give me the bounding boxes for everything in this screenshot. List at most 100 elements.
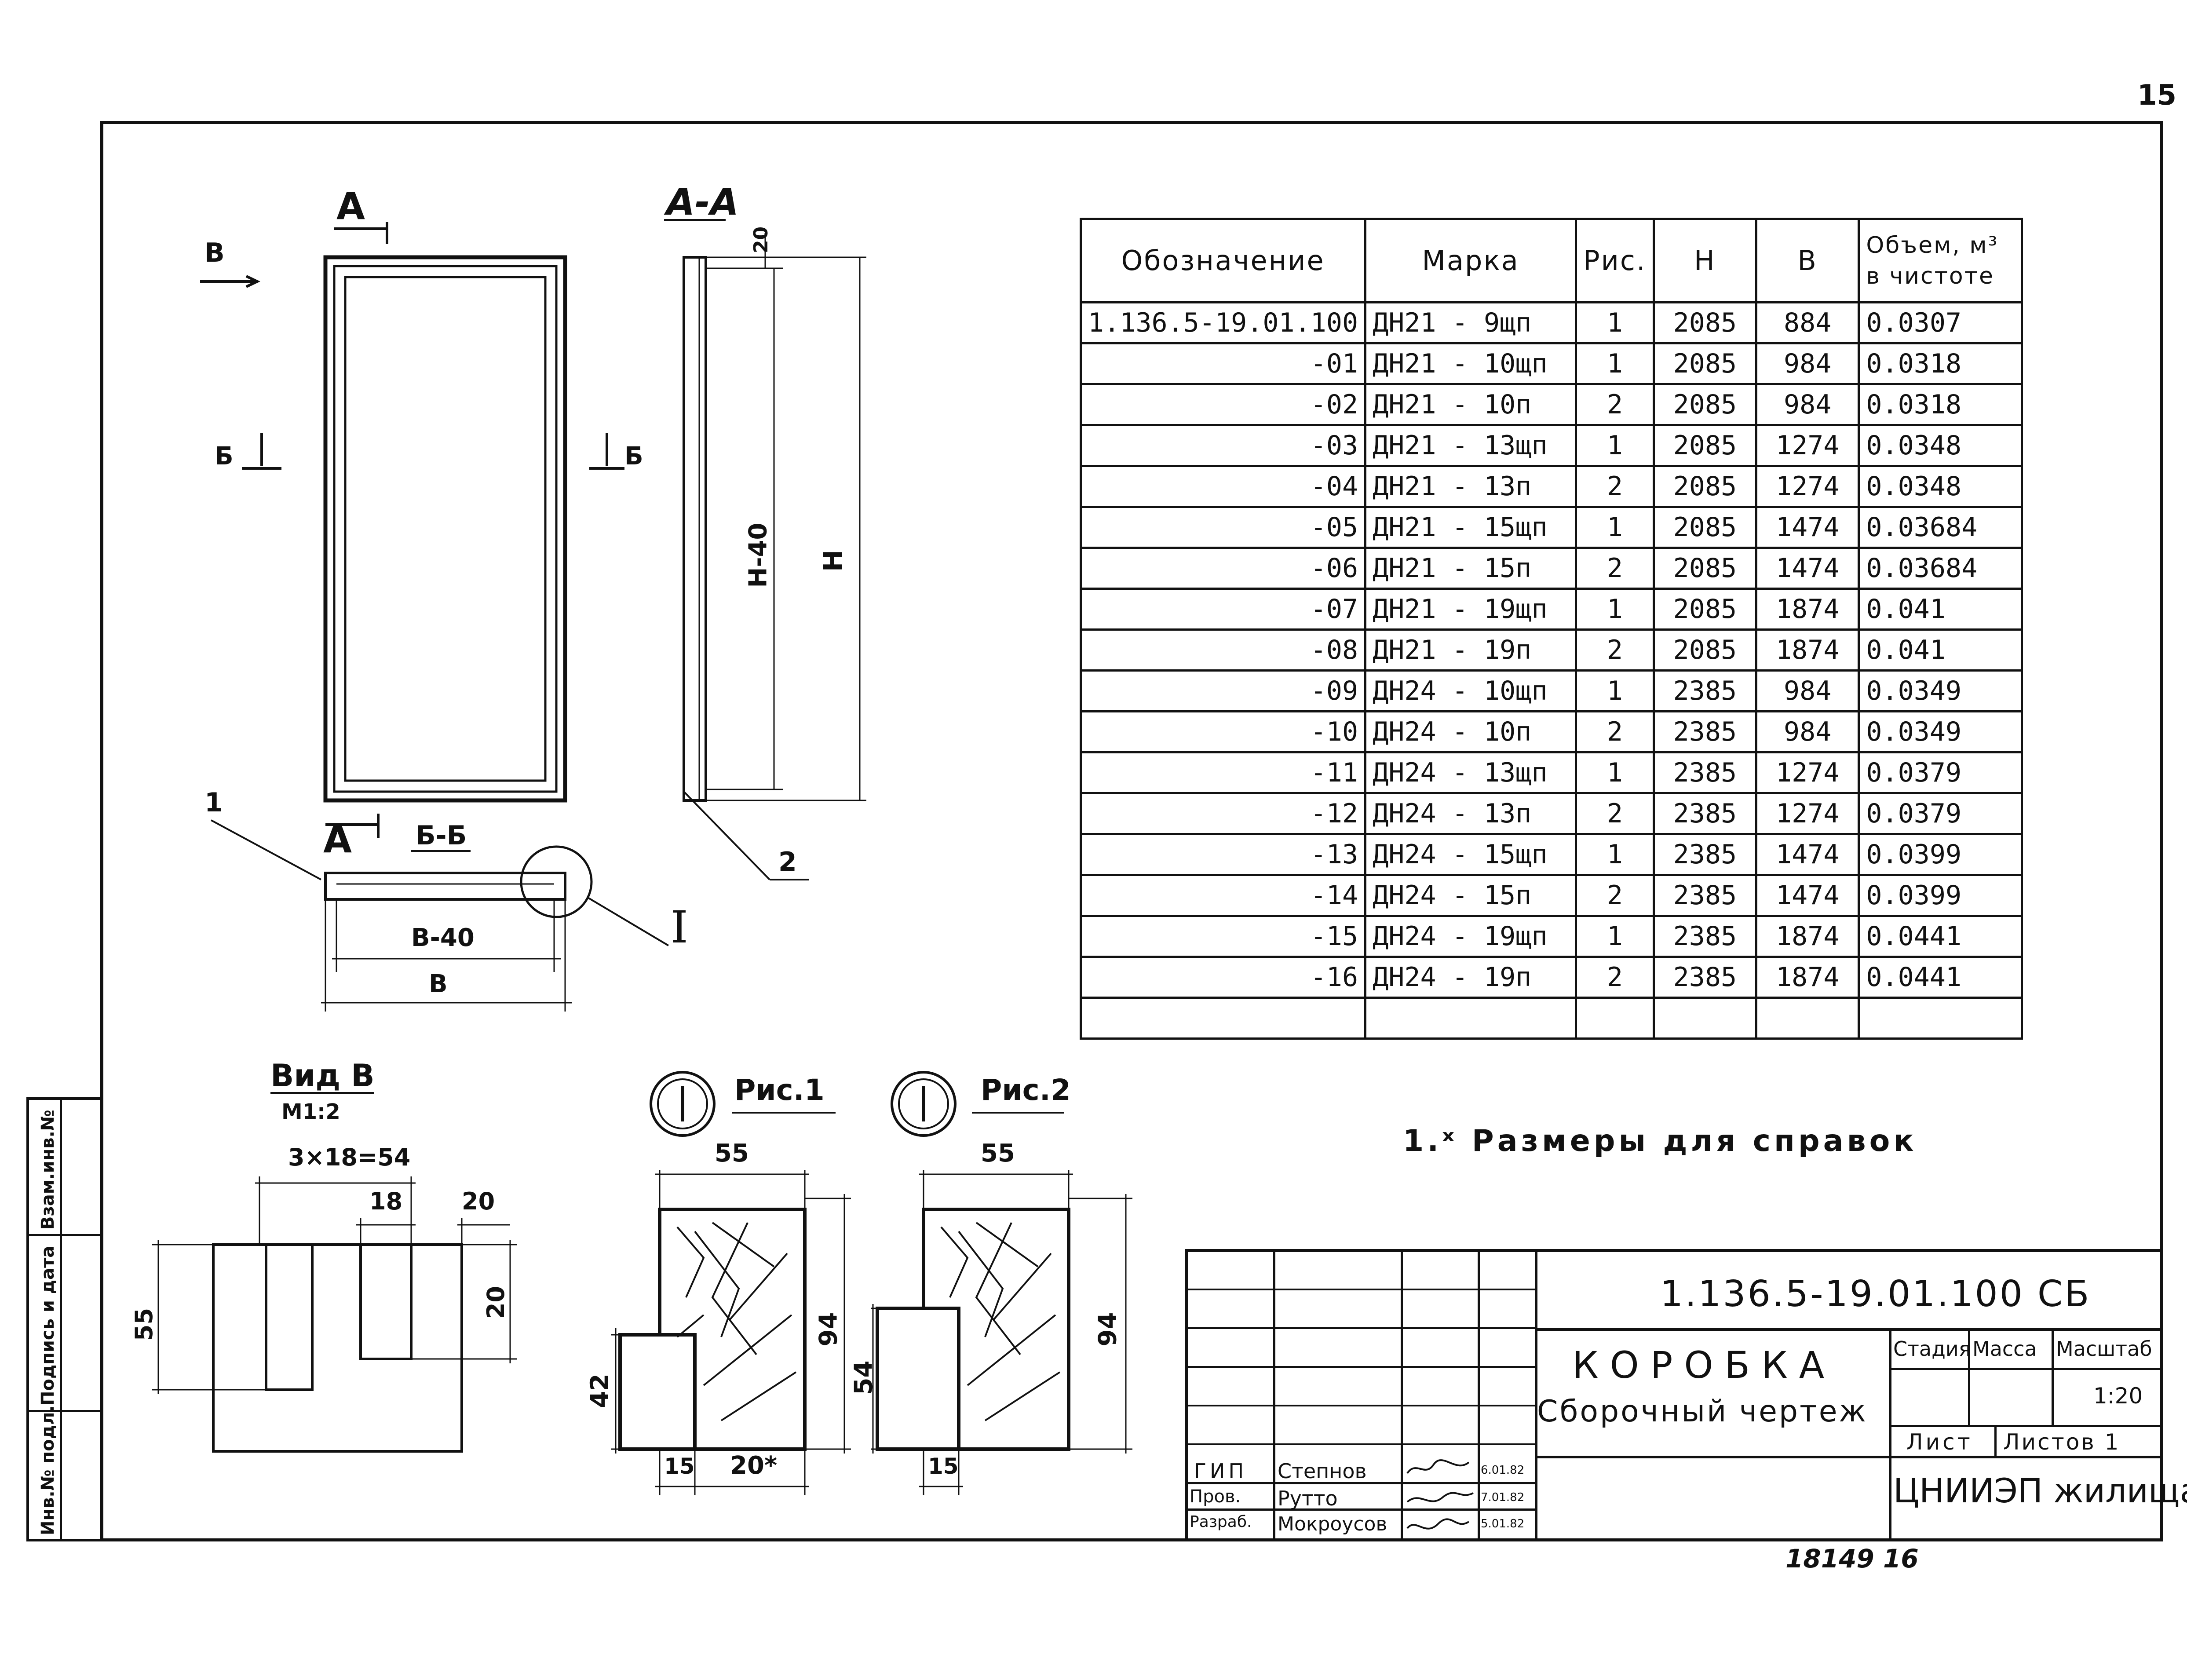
callout-roman-i: I [671, 902, 688, 953]
h-cell: 2085 [1652, 301, 1758, 344]
sig-name-0: Степнов [1278, 1459, 1367, 1483]
fig-cell: 1 [1575, 751, 1655, 794]
side-strip: Взам.инв.№ Подпись и дата Инв.№ подл. [26, 1097, 100, 1541]
section-bb-title: Б-Б [416, 820, 467, 851]
b-cell: 1474 [1755, 506, 1860, 549]
fig-cell: 2 [1575, 792, 1655, 835]
mark-cell: ДН24 - 13п [1364, 792, 1577, 835]
mark-cell: ДН24 - 19п [1364, 956, 1577, 999]
volume-cell: 0.0348 [1858, 465, 2023, 508]
label-section-b-right: Б [624, 442, 643, 471]
section-aa-title: А-А [666, 180, 739, 223]
b-cell: 1474 [1755, 547, 1860, 590]
designation-cell: -03 [1079, 424, 1367, 467]
label-section-a-top: А [336, 185, 365, 228]
sig-name-1: Рутто [1278, 1486, 1338, 1510]
section-bb-dim-inner: В-40 [411, 924, 475, 952]
fig-cell: 2 [1575, 956, 1655, 999]
designation-cell: -16 [1079, 956, 1367, 999]
fig1-dim-top: 55 [715, 1139, 749, 1168]
mark-cell: ДН21 - 13п [1364, 465, 1577, 508]
volume-cell: 0.0348 [1858, 424, 2023, 467]
volume-cell: 0.0349 [1858, 710, 2023, 753]
b-cell: 1274 [1755, 792, 1860, 835]
designation-cell: 1.136.5-19.01.100 [1079, 301, 1367, 344]
sheets-label: Листов 1 [2003, 1429, 2121, 1455]
b-cell: 984 [1755, 383, 1860, 426]
section-bb-dim-outer: В [429, 970, 448, 998]
mark-cell: ДН24 - 10п [1364, 710, 1577, 753]
fig1-dim-right: 94 [814, 1312, 843, 1347]
mark-cell: ДН24 - 10щп [1364, 669, 1577, 712]
fig2-dim-top: 55 [981, 1139, 1015, 1168]
b-cell: 1874 [1755, 956, 1860, 999]
designation-cell: -15 [1079, 915, 1367, 958]
volume-cell: 0.0318 [1858, 342, 2023, 385]
h-cell: 2085 [1652, 588, 1758, 631]
fig-cell: 1 [1575, 424, 1655, 467]
header-mark: Марка [1364, 218, 1577, 303]
h-cell: 2385 [1652, 956, 1758, 999]
sig-name-2: Мокроусов [1278, 1513, 1387, 1535]
archive-stamp: 18149 16 [1785, 1544, 1919, 1574]
fig1-title: Рис.1 [734, 1073, 825, 1107]
section-aa-dim-top: 20 [750, 226, 773, 254]
organization: ЦНИИЭП жилища [1893, 1471, 2187, 1510]
section-aa-dim-inner: H-40 [744, 522, 773, 588]
b-cell: 1274 [1755, 751, 1860, 794]
fig-cell: 1 [1575, 301, 1655, 344]
volume-cell: 0.0441 [1858, 915, 2023, 958]
header-b: В [1755, 218, 1860, 303]
header-designation: Обозначение [1079, 218, 1367, 303]
designation-cell: -13 [1079, 833, 1367, 876]
b-cell: 1274 [1755, 465, 1860, 508]
mark-cell: ДН21 - 10щп [1364, 342, 1577, 385]
h-cell: 2385 [1652, 833, 1758, 876]
sig-role-1: Пров. [1190, 1486, 1241, 1507]
h-cell: 2385 [1652, 710, 1758, 753]
volume-cell: 0.0379 [1858, 792, 2023, 835]
designation-cell: -14 [1079, 874, 1367, 917]
h-cell: 2085 [1652, 465, 1758, 508]
designation-cell: -08 [1079, 628, 1367, 672]
b-cell: 1874 [1755, 628, 1860, 672]
h-cell: 2085 [1652, 342, 1758, 385]
designation-cell: -11 [1079, 751, 1367, 794]
volume-cell: 0.0399 [1858, 874, 2023, 917]
sheet-label: Лист [1906, 1429, 1973, 1455]
sig-date-1: 7.01.82 [1481, 1491, 1525, 1504]
b-cell: 984 [1755, 342, 1860, 385]
fig-cell: 1 [1575, 588, 1655, 631]
drawing-frame [100, 121, 2163, 1541]
view-v-title: Вид В [270, 1058, 375, 1094]
mark-cell: ДН24 - 19щп [1364, 915, 1577, 958]
fig-cell: 1 [1575, 342, 1655, 385]
spec-table: Обозначение Марка Рис. H В Объем, м³ в ч… [1079, 218, 2023, 1040]
mark-cell: ДН21 - 9щп [1364, 301, 1577, 344]
fig-cell: 2 [1575, 547, 1655, 590]
title-block-subtitle: Сборочный чертеж [1537, 1394, 1868, 1429]
mark-cell: ДН21 - 13щп [1364, 424, 1577, 467]
h-cell: 2385 [1652, 751, 1758, 794]
mark-cell: ДН21 - 19п [1364, 628, 1577, 672]
fig-cell: 1 [1575, 915, 1655, 958]
h-cell: 2085 [1652, 547, 1758, 590]
view-v-scale: М1:2 [281, 1099, 340, 1124]
b-cell: 1874 [1755, 588, 1860, 631]
h-cell: 2085 [1652, 506, 1758, 549]
fig-cell: 1 [1575, 669, 1655, 712]
volume-cell: 0.041 [1858, 588, 2023, 631]
fig-cell: 1 [1575, 506, 1655, 549]
fig1-dim-left: 42 [585, 1373, 614, 1408]
table-header-row: Обозначение Марка Рис. H В Объем, м³ в ч… [1079, 218, 2023, 303]
fig2-title: Рис.2 [981, 1073, 1071, 1107]
fig2-dim-b1: 15 [928, 1454, 959, 1479]
designation-cell: -02 [1079, 383, 1367, 426]
